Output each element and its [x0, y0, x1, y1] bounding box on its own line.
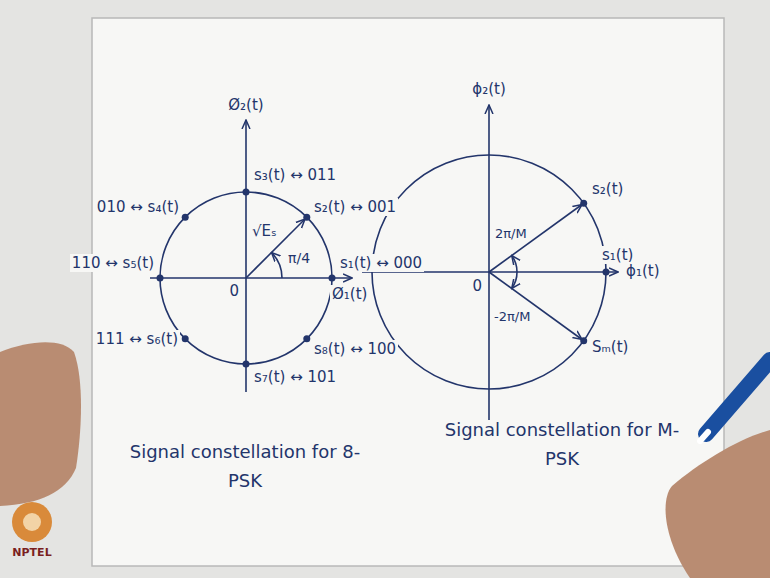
signal-label: s₂(t)	[590, 180, 625, 198]
origin-label: 0	[227, 282, 241, 300]
amplitude-label: √Eₛ	[250, 222, 279, 240]
signal-label: s₈(t) ↔ 100	[312, 340, 398, 358]
marker-pen	[706, 360, 770, 434]
logo-emblem	[23, 513, 41, 531]
signal-points	[580, 200, 609, 345]
caption: Signal constellation for M-PSK	[443, 416, 682, 474]
signal-point	[603, 269, 610, 276]
signal-label: s₁(t) ↔ 000	[338, 254, 424, 272]
signal-vector	[489, 272, 582, 340]
signal-label: 111 ↔ s₆(t)	[94, 330, 180, 348]
logo-emblem	[12, 502, 52, 542]
angle-arc	[512, 272, 517, 289]
signal-label: Sₘ(t)	[590, 338, 630, 356]
signal-point	[580, 200, 587, 207]
angle-label: 2π/M	[493, 226, 529, 242]
signal-point	[157, 275, 164, 282]
hand	[666, 430, 770, 578]
angle-arc	[272, 253, 283, 279]
signal-point	[243, 361, 250, 368]
signal-label: s₃(t) ↔ 011	[252, 166, 338, 184]
hand	[0, 342, 81, 506]
signal-point	[303, 214, 310, 221]
caption: Signal constellation for 8-PSK	[126, 438, 365, 496]
signal-point	[182, 335, 189, 342]
axis-label: ϕ₂(t)	[470, 80, 508, 98]
signal-label: s₇(t) ↔ 101	[252, 368, 338, 386]
axis-label: ϕ₁(t)	[624, 262, 662, 280]
paper-sheet	[92, 18, 724, 566]
signal-point	[329, 275, 336, 282]
axis-label: Ø₁(t)	[330, 285, 369, 303]
signal-label: s₂(t) ↔ 001	[312, 198, 398, 216]
axis-line	[488, 105, 490, 420]
angle-arc	[512, 256, 517, 273]
signal-point	[580, 337, 587, 344]
signal-vector	[246, 219, 305, 278]
origin-label: 0	[470, 277, 484, 295]
signal-label: 010 ↔ s₄(t)	[95, 198, 181, 216]
pen-tip	[700, 432, 708, 441]
signal-point	[243, 189, 250, 196]
logo-text: NPTEL	[10, 546, 53, 559]
axis-label: Ø₂(t)	[226, 96, 265, 114]
signal-point	[303, 335, 310, 342]
signal-vector	[489, 205, 582, 273]
signal-label: 110 ↔ s₅(t)	[70, 254, 156, 272]
signal-points	[157, 189, 336, 368]
signal-point	[182, 214, 189, 221]
angle-label: π/4	[286, 250, 312, 267]
angle-label: -2π/M	[492, 309, 532, 325]
axis-line	[245, 120, 247, 392]
axis-line	[150, 277, 352, 279]
